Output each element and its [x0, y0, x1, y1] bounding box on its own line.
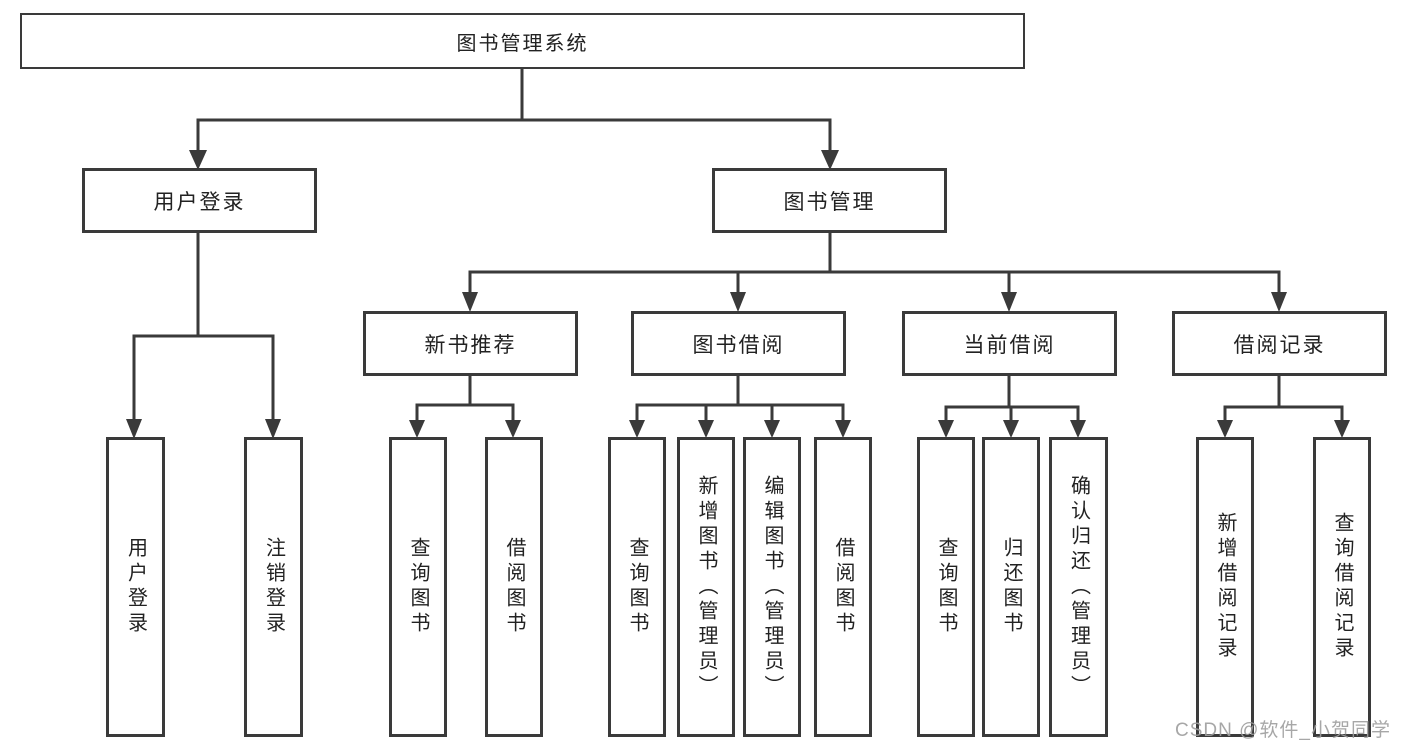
leaf-query-books: 查询图书	[389, 437, 447, 737]
leaf-label: 查询图书	[626, 537, 648, 637]
leaf-label: 注销登录	[262, 537, 285, 637]
leaf-label: 借阅图书	[832, 537, 854, 637]
leaf-query-books: 查询图书	[608, 437, 666, 737]
leaf-borrow-books: 借阅图书	[814, 437, 872, 737]
leaf-label: 归还图书	[1000, 537, 1022, 637]
node-library-management-system: 图书管理系统	[20, 13, 1025, 69]
leaf-logout: 注销登录	[244, 437, 303, 737]
leaf-label: 查询图书	[935, 537, 957, 637]
node-user-login: 用户登录	[82, 168, 317, 233]
node-label: 图书借阅	[692, 333, 785, 357]
leaf-label: 新增借阅记录	[1214, 512, 1236, 662]
node-label: 图书管理	[783, 190, 876, 214]
node-label: 新书推荐	[424, 333, 517, 357]
leaf-confirm-return-admin: 确认归还（管理员）	[1049, 437, 1108, 737]
node-current-borrowing: 当前借阅	[902, 311, 1117, 376]
node-book-borrowing: 图书借阅	[631, 311, 846, 376]
node-label: 借阅记录	[1233, 333, 1326, 357]
leaf-label: 查询图书	[407, 537, 429, 637]
node-label: 当前借阅	[963, 333, 1056, 357]
leaf-return-book: 归还图书	[982, 437, 1040, 737]
csdn-watermark: CSDN @软件_小贺同学	[1175, 720, 1391, 741]
node-new-book-recommend: 新书推荐	[363, 311, 578, 376]
node-book-management: 图书管理	[712, 168, 947, 233]
leaf-query-books: 查询图书	[917, 437, 975, 737]
node-label: 图书管理系统	[456, 32, 589, 55]
leaf-label: 编辑图书（管理员）	[761, 474, 783, 700]
leaf-query-borrow-record: 查询借阅记录	[1313, 437, 1371, 737]
leaf-add-borrow-record: 新增借阅记录	[1196, 437, 1254, 737]
leaf-label: 确认归还（管理员）	[1067, 474, 1090, 700]
leaf-label: 新增图书（管理员）	[695, 474, 717, 700]
node-borrow-records: 借阅记录	[1172, 311, 1387, 376]
leaf-borrow-books: 借阅图书	[485, 437, 543, 737]
leaf-label: 用户登录	[124, 537, 147, 637]
leaf-add-book-admin: 新增图书（管理员）	[677, 437, 735, 737]
leaf-label: 借阅图书	[503, 537, 525, 637]
leaf-edit-book-admin: 编辑图书（管理员）	[743, 437, 801, 737]
leaf-label: 查询借阅记录	[1331, 512, 1353, 662]
leaf-user-login: 用户登录	[106, 437, 165, 737]
node-label: 用户登录	[153, 190, 246, 214]
